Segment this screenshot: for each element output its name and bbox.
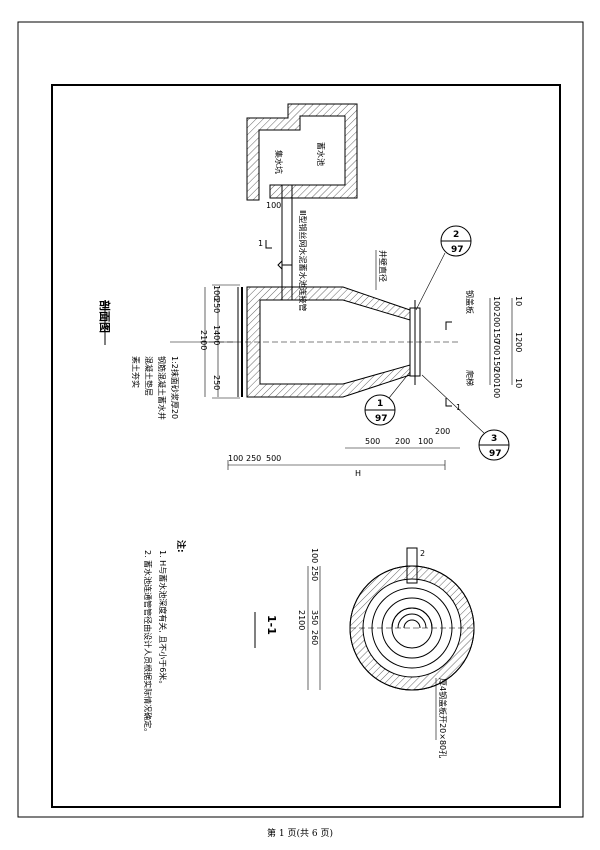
right-dims: 100 10 200 150 700 150 1200 200 100 10 <box>489 296 523 398</box>
svg-text:素土夯实: 素土夯实 <box>131 356 141 388</box>
collector-label: 集水坑 <box>274 150 284 174</box>
svg-text:97: 97 <box>375 414 388 424</box>
svg-text:250: 250 <box>212 298 221 313</box>
cistern-label: 蓄水池 <box>316 142 326 166</box>
svg-text:500: 500 <box>266 454 281 463</box>
svg-text:100: 100 <box>492 383 501 398</box>
section-1-1-label: 1-1 <box>254 612 278 648</box>
cover-label: 钢盖板 <box>465 290 475 314</box>
callout-2: 2 97 <box>415 225 472 311</box>
svg-text:260: 260 <box>310 630 319 645</box>
svg-text:2: 2 <box>420 549 425 558</box>
notes: 注: 1. H与蓄水池深度有关, 且不小于6米。 2. 蓄水池连通管管径由设计人… <box>143 540 187 736</box>
svg-text:H: H <box>355 469 361 478</box>
svg-text:250: 250 <box>212 375 221 390</box>
outer-border <box>17 21 584 818</box>
svg-text:200: 200 <box>492 312 501 327</box>
svg-text:3: 3 <box>491 434 497 444</box>
layer-labels: 1:2抹面砂浆厚20 钢筋混凝土蓄水井 混凝土垫层 素土夯实 <box>131 341 236 420</box>
svg-text:1: 1 <box>377 399 383 409</box>
svg-text:100: 100 <box>228 454 243 463</box>
svg-text:1:2抹面砂浆厚20: 1:2抹面砂浆厚20 <box>170 356 180 419</box>
svg-text:100: 100 <box>492 296 501 311</box>
page-footer: 第 1 页(共 6 页) <box>267 829 333 839</box>
svg-text:钢筋混凝土蓄水井: 钢筋混凝土蓄水井 <box>157 356 167 420</box>
callout-1: 1 97 <box>364 371 411 426</box>
svg-text:1. H与蓄水池深度有关, 且不小于6米。: 1. H与蓄水池深度有关, 且不小于6米。 <box>158 550 168 688</box>
svg-text:250: 250 <box>246 454 261 463</box>
cistern-wall <box>246 103 358 201</box>
svg-text:200: 200 <box>492 368 501 383</box>
svg-text:200: 200 <box>395 437 410 446</box>
svg-text:250: 250 <box>310 566 319 581</box>
svg-text:1200: 1200 <box>514 332 523 352</box>
svg-text:700: 700 <box>492 340 501 355</box>
callout-3: 3 97 <box>421 374 510 461</box>
svg-text:1-1: 1-1 <box>265 615 278 635</box>
well-body <box>200 286 460 398</box>
pipe-label: Ⅲ型钢丝网水泥蓄水池连接管 <box>298 210 308 312</box>
svg-text:1: 1 <box>456 403 461 412</box>
svg-text:100: 100 <box>310 548 319 563</box>
svg-text:200: 200 <box>435 427 450 436</box>
svg-text:10: 10 <box>514 296 523 306</box>
dim-pipe-100: 100 <box>266 201 281 210</box>
inner-frame <box>51 84 561 808</box>
svg-text:混凝土垫层: 混凝土垫层 <box>144 356 154 396</box>
svg-text:2100: 2100 <box>199 330 208 350</box>
bottom-dims: 500 200 100 200 <box>345 427 460 449</box>
svg-text:100: 100 <box>418 437 433 446</box>
cut-mark: 1 1 <box>258 239 461 412</box>
svg-text:2: 2 <box>453 230 459 240</box>
svg-text:厚4钢盖板开20×80孔: 厚4钢盖板开20×80孔 <box>438 678 448 758</box>
section-1-1-plan: 2 <box>349 547 475 691</box>
left-dims: 100 250 1400 250 2100 <box>199 284 240 399</box>
base-dims: 100 250 500 H <box>227 454 446 478</box>
svg-text:100: 100 <box>212 285 221 300</box>
svg-text:注:: 注: <box>175 540 187 553</box>
svg-text:1400: 1400 <box>212 325 221 345</box>
ladder-label: 爬梯 <box>465 370 475 386</box>
svg-text:10: 10 <box>514 378 523 388</box>
svg-text:500: 500 <box>365 437 380 446</box>
svg-text:150: 150 <box>492 356 501 371</box>
svg-text:1: 1 <box>258 239 263 248</box>
svg-text:2100: 2100 <box>297 610 306 630</box>
section-dims: 100 250 350 260 2100 <box>297 548 321 690</box>
svg-text:2. 蓄水池连通管管径由设计人员根据实际情况确定。: 2. 蓄水池连通管管径由设计人员根据实际情况确定。 <box>143 550 153 736</box>
plate-note: 厚4钢盖板开20×80孔 <box>435 678 448 758</box>
svg-text:97: 97 <box>451 245 464 255</box>
svg-text:350: 350 <box>310 610 319 625</box>
svg-text:150: 150 <box>492 328 501 343</box>
svg-text:97: 97 <box>489 449 502 459</box>
well-wall-label: 井壁直径 <box>378 250 388 282</box>
